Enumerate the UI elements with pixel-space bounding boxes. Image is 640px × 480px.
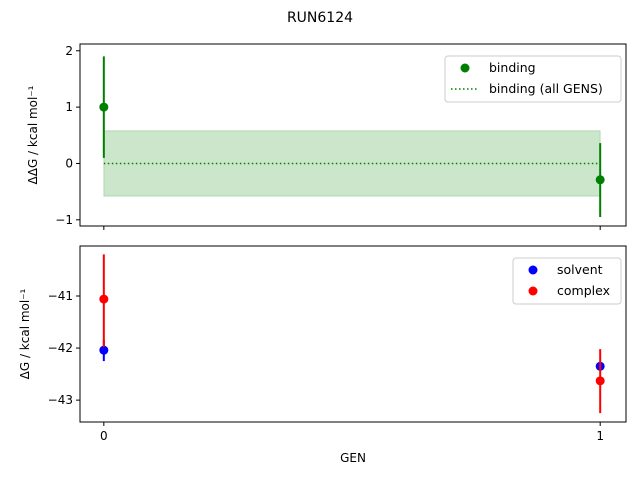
legend-marker <box>528 265 538 275</box>
y-tick-label-0: 0 <box>65 156 73 170</box>
top-y-axis-label: ΔΔG / kcal mol⁻¹ <box>26 85 40 184</box>
y-tick-label-1: −43 <box>48 393 73 407</box>
legend-label: binding <box>489 60 536 75</box>
legend-label: solvent <box>557 262 603 277</box>
x-tick-label: 1 <box>596 429 604 443</box>
legend-label: binding (all GENS) <box>489 81 603 96</box>
axes-frame-1 <box>79 245 627 423</box>
legend-1 <box>512 257 622 305</box>
legend-0 <box>444 55 622 103</box>
point-complex <box>595 376 605 386</box>
legend-marker <box>528 286 538 296</box>
point-binding <box>99 102 109 112</box>
y-tick-label-0: 1 <box>65 100 73 114</box>
point-binding <box>595 175 605 185</box>
legend-marker <box>460 63 470 73</box>
bottom-y-axis-label: ΔG / kcal mol⁻¹ <box>18 288 32 379</box>
chart-title: RUN6124 <box>287 10 353 26</box>
legend-label: complex <box>557 283 610 298</box>
point-complex <box>99 294 109 304</box>
y-tick-label-0: 2 <box>65 44 73 58</box>
point-solvent <box>99 345 109 355</box>
x-tick-label: 0 <box>100 429 108 443</box>
x-axis-label: GEN <box>340 451 366 465</box>
y-tick-label-1: −42 <box>48 341 73 355</box>
axes-frame-0 <box>79 43 627 227</box>
y-tick-label-1: −41 <box>48 289 73 303</box>
y-tick-label-0: −1 <box>55 213 73 227</box>
